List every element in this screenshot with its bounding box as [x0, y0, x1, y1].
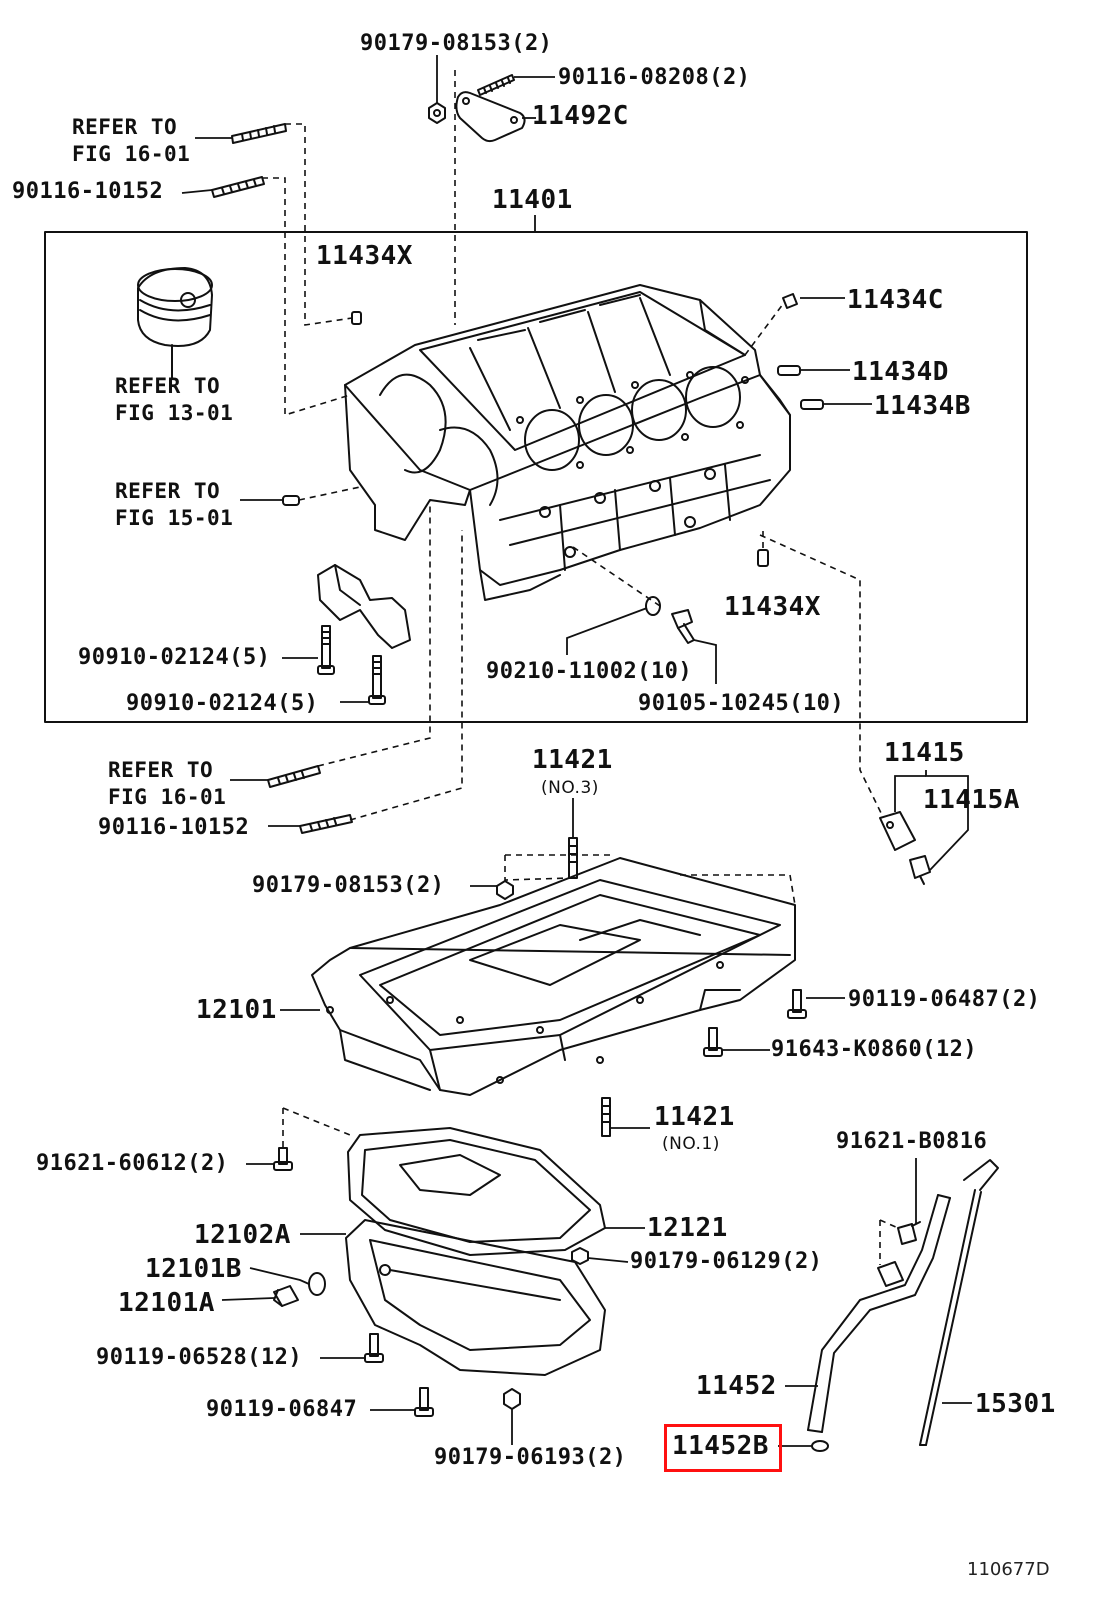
label-91621-60612: 91621-60612(2) — [36, 1151, 229, 1176]
dowel-11434c — [782, 293, 798, 309]
label-90119-06847: 90119-06847 — [206, 1397, 358, 1422]
gasket-12101b — [308, 1272, 326, 1296]
diagram-number: 110677D — [967, 1559, 1050, 1580]
label-90910-02124-a: 90910-02124(5) — [78, 645, 271, 670]
stud-90116-08208 — [477, 74, 515, 96]
cover-plate-11492c — [455, 91, 526, 143]
label-11415a: 11415A — [923, 785, 1020, 815]
label-no1: (NO.1) — [662, 1134, 720, 1154]
label-12102a: 12102A — [194, 1220, 291, 1250]
label-11421-no1: 11421 — [654, 1102, 735, 1132]
label-90179-08153-top: 90179-08153(2) — [360, 31, 553, 56]
label-11434c: 11434C — [847, 285, 944, 315]
label-11434x-bottom: 11434X — [724, 592, 821, 622]
nut-90179-08153-top — [428, 102, 446, 124]
bolt-90105-10245 — [671, 609, 695, 644]
label-12101a: 12101A — [118, 1288, 215, 1318]
label-90116-10152-bottom: 90116-10152 — [98, 815, 250, 840]
label-11434d: 11434D — [852, 357, 949, 387]
oil-strainer-12121 — [347, 1127, 606, 1256]
nut-90179-08153-mid — [496, 880, 514, 900]
oil-pan-12102a — [345, 1219, 606, 1376]
label-refer-fig-15-01: REFER TO FIG 15-01 — [115, 479, 234, 530]
oil-gauge-guide-11452 — [807, 1194, 951, 1433]
stud-refer-16-01-bottom — [267, 765, 321, 788]
label-11492c: 11492C — [532, 101, 629, 131]
label-91621-b0816: 91621-B0816 — [836, 1129, 988, 1154]
label-90105-10245: 90105-10245(10) — [638, 691, 845, 716]
dowel-11434x-bottom — [757, 549, 769, 567]
drain-plug-12101a — [273, 1285, 299, 1307]
stud-11421-no1 — [601, 1097, 611, 1137]
cylinder-block-group-frame — [44, 231, 1028, 723]
label-11401: 11401 — [492, 185, 573, 215]
label-11452: 11452 — [696, 1371, 777, 1401]
label-11434x-top: 11434X — [316, 241, 413, 271]
o-ring-11452b — [811, 1440, 829, 1452]
bolt-91621-60612 — [273, 1147, 293, 1171]
stud-90116-10152-top — [211, 176, 265, 198]
label-12101: 12101 — [196, 995, 277, 1025]
dowel-11434x-top — [351, 311, 362, 325]
label-90179-08153-mid: 90179-08153(2) — [252, 873, 445, 898]
oil-level-sensor-11415 — [879, 811, 931, 885]
label-refer-fig-13-01: REFER TO FIG 13-01 — [115, 374, 234, 425]
stud-11421-no3 — [568, 837, 578, 879]
nut-90179-06193 — [503, 1388, 521, 1410]
label-no3: (NO.3) — [541, 778, 599, 798]
oil-dipstick-15301 — [919, 1159, 999, 1446]
label-90179-06129: 90179-06129(2) — [630, 1249, 823, 1274]
label-11421-no3: 11421 — [532, 745, 613, 775]
highlight-box-11452b — [664, 1424, 782, 1472]
label-11434b: 11434B — [874, 391, 971, 421]
label-12101b: 12101B — [145, 1254, 242, 1284]
label-90910-02124-b: 90910-02124(5) — [126, 691, 319, 716]
label-refer-fig-16-01-bottom: REFER TO FIG 16-01 — [108, 758, 227, 809]
label-11452b[interactable]: 11452B — [672, 1431, 769, 1461]
washer-90210-11002 — [645, 596, 661, 616]
stud-90116-10152-bottom — [299, 814, 353, 834]
bolt-91621-b0816 — [897, 1221, 921, 1245]
dowel-11434b — [800, 399, 824, 410]
bolt-90910-02124-b — [368, 655, 386, 705]
label-90119-06487: 90119-06487(2) — [848, 987, 1041, 1012]
bolt-91643-k0860 — [703, 1027, 723, 1057]
bolt-90179-06129 — [571, 1247, 589, 1265]
piston-assembly — [137, 267, 213, 379]
label-11415: 11415 — [884, 738, 965, 768]
dowel-refer-15-01 — [282, 495, 300, 506]
bolt-90119-06487 — [787, 989, 807, 1019]
cylinder-block-11401 — [344, 284, 791, 601]
bolt-90119-06847 — [414, 1387, 434, 1417]
label-15301: 15301 — [975, 1389, 1056, 1419]
oil-pan-12101 — [311, 857, 796, 1096]
label-90116-10152-top: 90116-10152 — [12, 179, 164, 204]
main-bearing-cap — [317, 564, 411, 649]
label-12121: 12121 — [647, 1213, 728, 1243]
dowel-11434d — [777, 365, 801, 376]
label-90179-06193: 90179-06193(2) — [434, 1445, 627, 1470]
stud-refer-16-01-top — [231, 123, 287, 144]
label-90119-06528: 90119-06528(12) — [96, 1345, 303, 1370]
label-90116-08208: 90116-08208(2) — [558, 65, 751, 90]
label-91643-k0860: 91643-K0860(12) — [771, 1037, 978, 1062]
label-refer-fig-16-01-top: REFER TO FIG 16-01 — [72, 115, 191, 166]
bolt-90910-02124-a — [317, 625, 335, 675]
bolt-90119-06528 — [364, 1333, 384, 1363]
label-90210-11002: 90210-11002(10) — [486, 659, 693, 684]
